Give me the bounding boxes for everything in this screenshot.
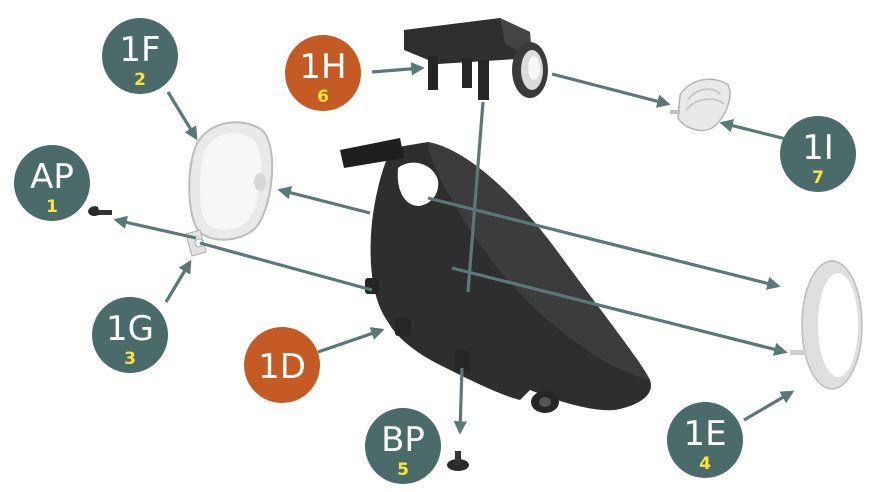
arrow-housing-to-rim-bottom: [451, 266, 788, 356]
guide-line-bracket-vertical: [466, 101, 485, 293]
label-1e-num: 4: [699, 454, 711, 474]
label-1d-badge: 1D: [244, 327, 320, 403]
arrow-housing-to-rim-top: [427, 196, 781, 290]
label-bp-code: BP: [381, 420, 425, 460]
label-ap-num: 1: [46, 197, 58, 217]
arrows-layer: [113, 62, 795, 435]
mirror-glass-part: [188, 121, 274, 241]
label-1f-badge: 1F 2: [102, 18, 178, 94]
label-1g-badge: 1G 3: [92, 297, 168, 373]
main-housing-part: [340, 138, 651, 413]
top-bracket-part: [404, 18, 548, 100]
indicator-lens-part: [670, 78, 731, 132]
label-1i-code: 1I: [802, 128, 834, 168]
headlight-rim-part: [790, 260, 863, 390]
label-1h-code: 1H: [299, 47, 346, 87]
arrow-housing-to-screw-ap: [113, 215, 197, 240]
label-1f-code: 1F: [119, 30, 160, 70]
arrow-1d-to-housing: [317, 327, 385, 354]
label-1f-num: 2: [134, 70, 146, 90]
label-1i-num: 7: [812, 168, 824, 188]
label-bp-num: 5: [397, 460, 409, 480]
arrow-1h-to-bracket: [371, 62, 425, 76]
arrow-housing-to-mirror: [277, 186, 371, 215]
label-1g-code: 1G: [106, 309, 154, 349]
label-1h-num: 6: [317, 87, 329, 107]
arrow-1i-label: [719, 119, 791, 142]
label-1e-badge: 1E 4: [667, 402, 743, 478]
label-1i-badge: 1I 7: [780, 116, 856, 192]
label-1d-code: 1D: [258, 347, 306, 387]
label-ap-badge: AP 1: [14, 145, 90, 221]
label-1h-badge: 1H 6: [285, 35, 361, 111]
label-1e-code: 1E: [683, 414, 726, 454]
arrow-1f-to-mirror: [166, 91, 198, 141]
screw-ap-part: [88, 206, 112, 217]
arrow-bracket-to-1i: [551, 72, 671, 108]
label-bp-badge: BP 5: [365, 408, 441, 484]
arrow-1e-to-rim: [743, 390, 795, 422]
label-1g-num: 3: [124, 349, 136, 369]
screw-bp-part: [447, 451, 469, 471]
label-ap-code: AP: [30, 157, 74, 197]
guide-line-mount: [199, 241, 373, 292]
arrow-housing-to-screw-bp: [453, 367, 468, 435]
arrow-1g-to-mount: [164, 259, 192, 303]
